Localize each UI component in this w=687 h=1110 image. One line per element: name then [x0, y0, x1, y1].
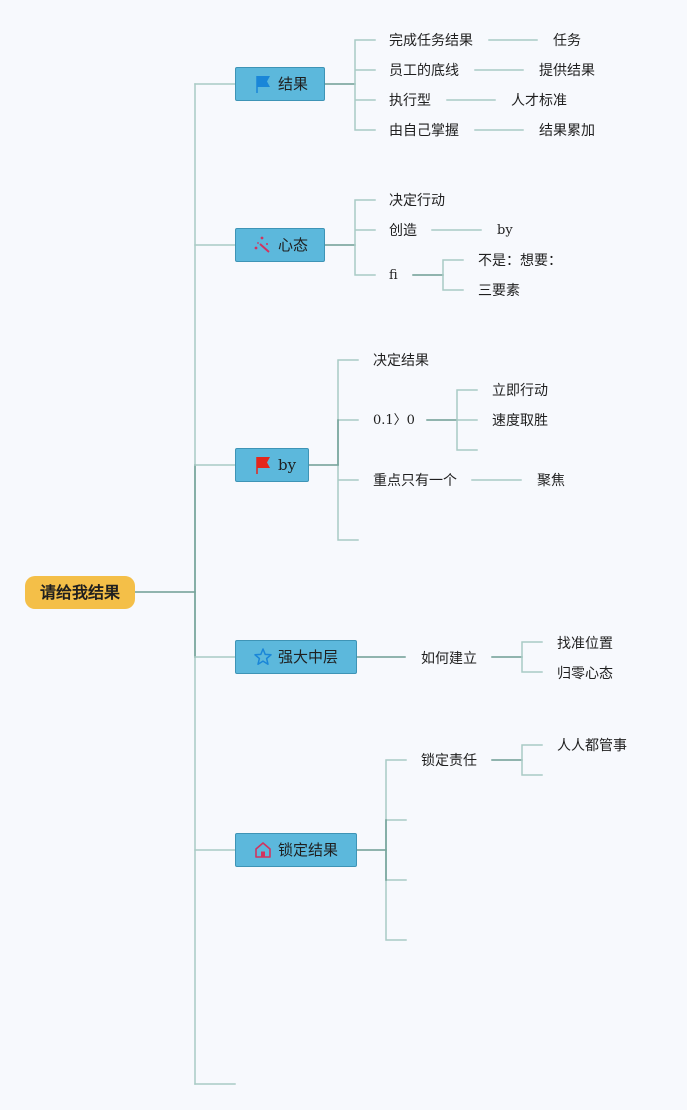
topic-label: 心态	[278, 236, 309, 254]
subtopic[interactable]: 提供结果	[539, 63, 595, 79]
subtopic[interactable]: 速度取胜	[492, 413, 548, 429]
subtopic[interactable]: 找准位置	[557, 636, 613, 652]
subtopic[interactable]: 由自己掌握	[389, 123, 459, 139]
subtopic[interactable]: 决定行动	[389, 193, 445, 209]
topic-label: 强大中层	[278, 648, 339, 666]
topic-mindset[interactable]: 心态	[235, 228, 325, 262]
home-icon	[252, 839, 274, 861]
subtopic[interactable]: 三要素	[478, 283, 520, 299]
magic-wand-icon	[252, 234, 274, 256]
subtopic[interactable]: 0.1〉0	[373, 413, 415, 428]
subtopic[interactable]: 重点只有一个	[373, 473, 457, 489]
subtopic[interactable]: 完成任务结果	[389, 33, 473, 49]
topic-strong-middle-management[interactable]: 强大中层	[235, 640, 357, 674]
star-icon	[252, 646, 274, 668]
subtopic[interactable]: 人才标准	[511, 93, 567, 109]
subtopic[interactable]: 结果累加	[539, 123, 595, 139]
subtopic[interactable]: fi	[389, 268, 398, 283]
topic-by[interactable]: by	[235, 448, 309, 482]
topic-label: 结果	[278, 75, 309, 93]
subtopic[interactable]: 任务	[553, 33, 581, 49]
subtopic[interactable]: by	[497, 223, 513, 238]
subtopic[interactable]: 不是：想要：	[478, 253, 562, 269]
subtopic[interactable]: 如何建立	[421, 651, 477, 667]
subtopic[interactable]: 创造	[389, 223, 417, 239]
subtopic[interactable]: 聚焦	[537, 473, 565, 489]
subtopic[interactable]: 人人都管事	[557, 738, 627, 754]
topic-label: by	[278, 456, 297, 474]
subtopic[interactable]: 归零心态	[557, 666, 613, 682]
red-flag-icon	[252, 454, 274, 476]
blue-flag-icon	[252, 73, 274, 95]
subtopic[interactable]: 立即行动	[492, 383, 548, 399]
subtopic[interactable]: 决定结果	[373, 353, 429, 369]
topic-label: 锁定结果	[278, 841, 339, 859]
subtopic[interactable]: 员工的底线	[389, 63, 459, 79]
subtopic[interactable]: 执行型	[389, 93, 431, 109]
subtopic[interactable]: 锁定责任	[421, 753, 477, 769]
topic-results[interactable]: 结果	[235, 67, 325, 101]
topic-lock-results[interactable]: 锁定结果	[235, 833, 357, 867]
root-topic[interactable]: 请给我结果	[25, 576, 135, 609]
